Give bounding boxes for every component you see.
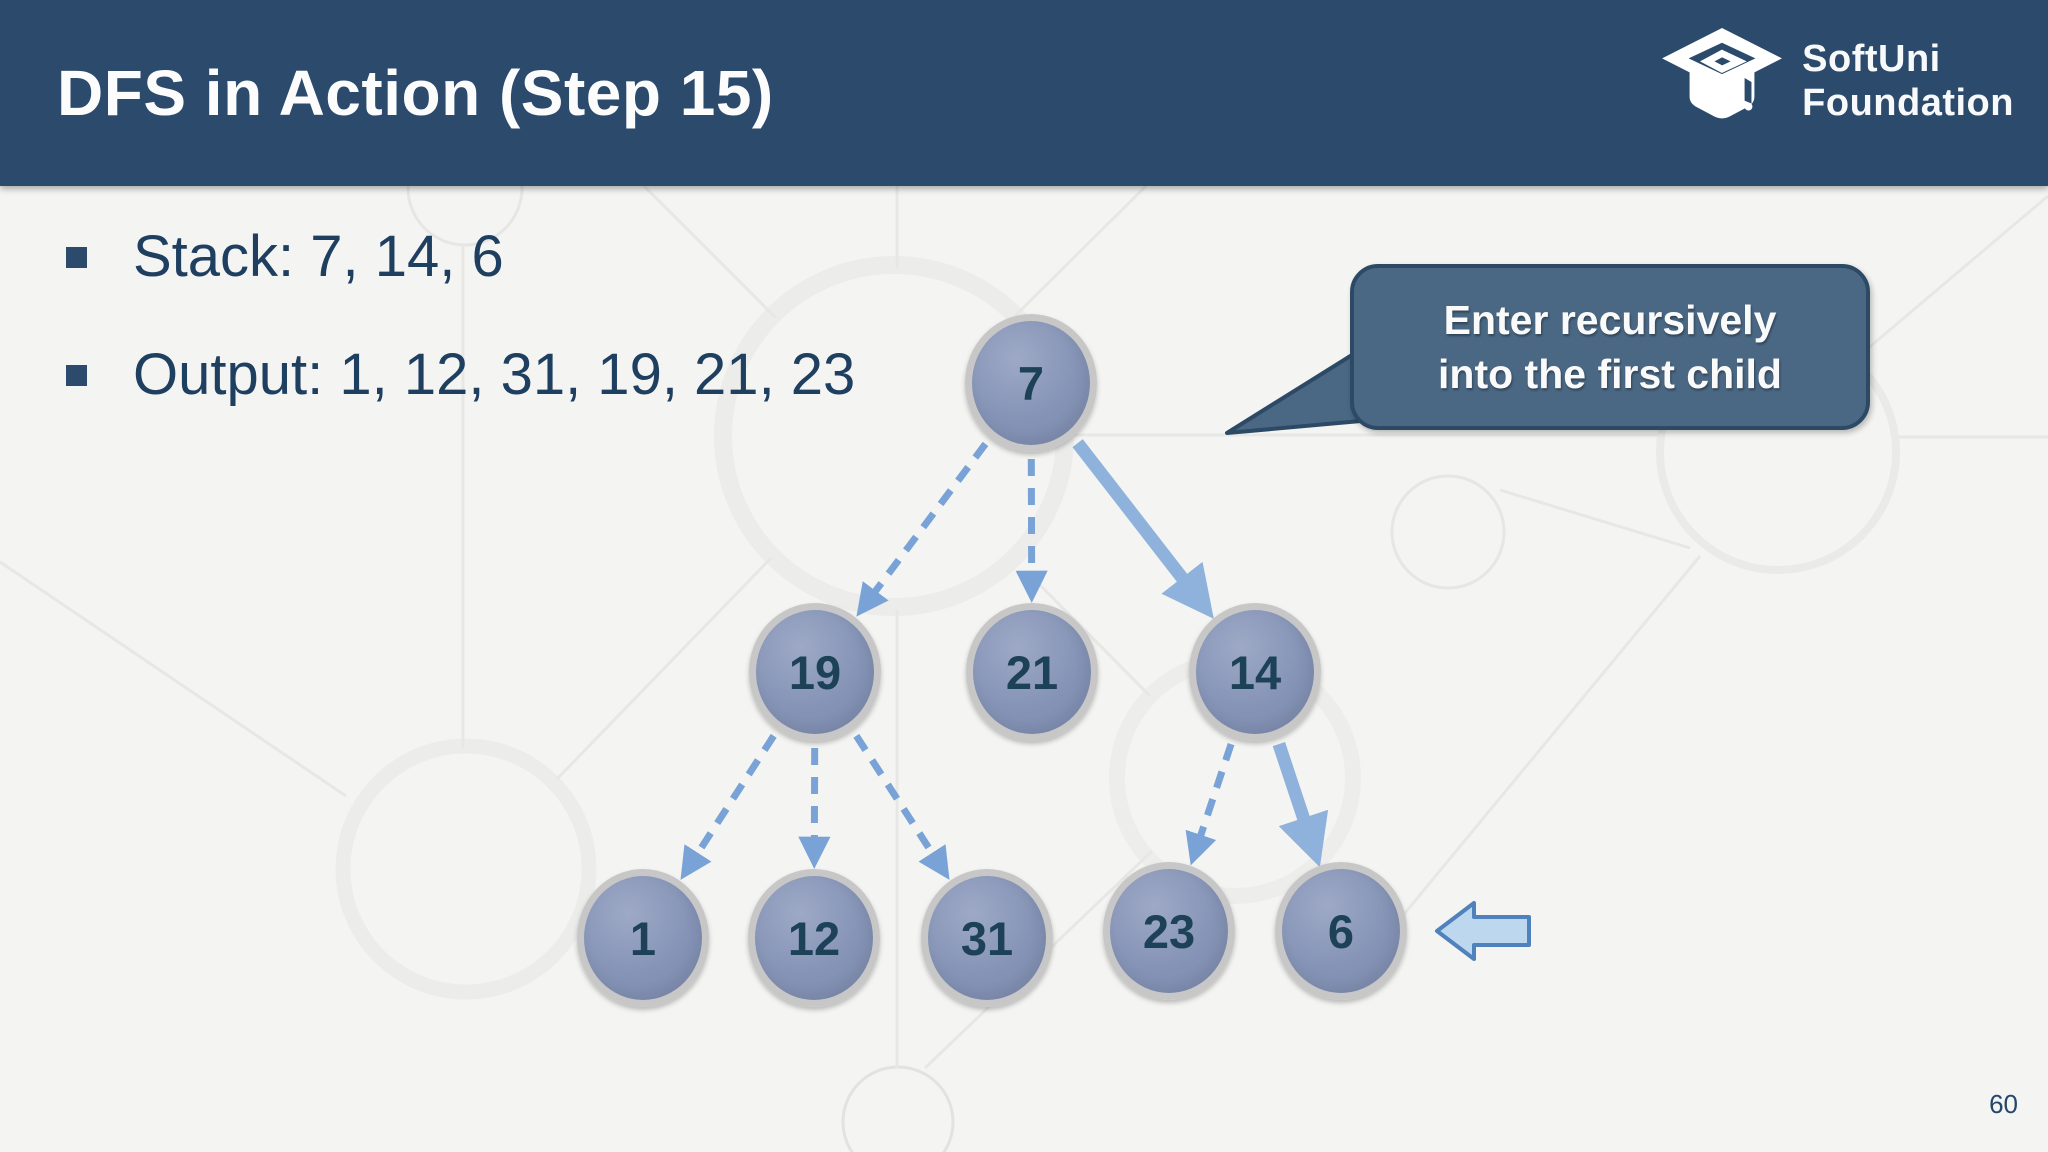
output-text: Output: 1, 12, 31, 19, 21, 23: [133, 342, 856, 407]
stack-text: Stack: 7, 14, 6: [133, 224, 504, 289]
tree-edges: [680, 439, 1329, 880]
current-node-pointer-arrow-icon: [1435, 901, 1531, 961]
graduation-cap-icon: [1662, 27, 1783, 119]
pattern-lines: [0, 184, 2048, 1070]
logo-text: SoftUni Foundation: [1802, 37, 2014, 125]
tree-edge-14-23: [1185, 742, 1235, 866]
page-number: 60: [1989, 1089, 2018, 1119]
pattern-circle: [1390, 474, 1506, 590]
pattern-circle: [841, 1065, 955, 1152]
tree-edge-7-14: [1072, 439, 1214, 619]
tree-edge-19-1: [680, 733, 777, 880]
callout-line1: Enter recursively: [1443, 297, 1777, 343]
callout-bubble: Enter recursively into the first child: [1350, 264, 1870, 430]
logo-line2: Foundation: [1802, 82, 2014, 124]
bullet-list: Stack: 7, 14, 6 Output: 1, 12, 31, 19, 2…: [60, 213, 860, 449]
bullet-item-output: Output: 1, 12, 31, 19, 21, 23: [60, 331, 860, 419]
page-title: DFS in Action (Step 15): [57, 57, 774, 129]
tree-edge-19-31: [853, 733, 950, 880]
tree-edge-14-6: [1272, 742, 1329, 868]
bullet-square-icon: [66, 247, 87, 268]
pattern-ring: [1109, 652, 1361, 904]
header-bar: DFS in Action (Step 15) SoftUni Foundati…: [0, 0, 2048, 186]
bullet-square-icon: [66, 365, 87, 386]
tree-edge-7-19: [856, 441, 989, 617]
pattern-ring: [335, 738, 597, 1000]
bullet-item-stack: Stack: 7, 14, 6: [60, 213, 860, 301]
softuni-logo: SoftUni Foundation: [1658, 26, 2014, 136]
callout-line2: into the first child: [1438, 351, 1782, 397]
logo-line1: SoftUni: [1802, 37, 1941, 80]
